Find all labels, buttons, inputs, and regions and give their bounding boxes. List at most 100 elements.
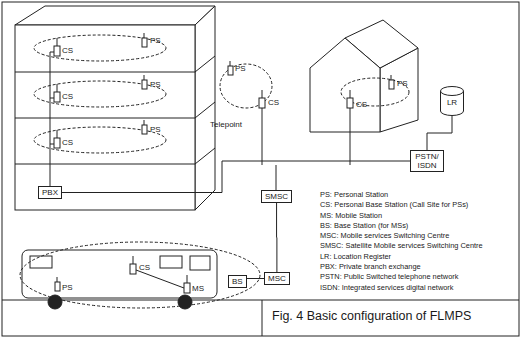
personal-station-icon xyxy=(142,38,147,47)
personal-station-icon xyxy=(144,33,145,38)
location-register-cylinder: LR xyxy=(440,86,464,116)
house-wiring xyxy=(347,98,353,108)
vehicle-equipment xyxy=(55,256,190,293)
building-wiring xyxy=(50,52,51,186)
cylinder-outline xyxy=(441,87,464,96)
building-wiring xyxy=(50,52,54,186)
network-link xyxy=(62,161,410,193)
mobile-station-label: MS xyxy=(192,284,204,293)
vehicle xyxy=(30,256,52,268)
vehicle xyxy=(22,250,217,298)
base-station-icon xyxy=(57,38,58,46)
legend-entry: PBX: Private branch exchange xyxy=(320,262,518,272)
vehicle-equipment xyxy=(187,275,188,283)
house xyxy=(310,20,418,132)
node-text: SMSC xyxy=(265,192,288,201)
network-link xyxy=(427,116,452,150)
building-wiring xyxy=(50,144,54,145)
legend-entry: MS: Mobile Station xyxy=(320,211,518,221)
vehicle-equipment xyxy=(130,264,136,274)
network-link xyxy=(247,278,264,279)
office-building xyxy=(195,148,215,164)
telepoint-label: Telepoint xyxy=(210,120,242,129)
node-text: PSTN/ ISDN xyxy=(415,152,439,170)
telepoint-cell xyxy=(220,64,272,108)
base-station-label: CS xyxy=(356,100,367,109)
legend-entry: PSTN: Public Switched telephone network xyxy=(320,272,518,282)
base-station-icon xyxy=(57,84,58,92)
legend-entry: LR: Location Register xyxy=(320,252,518,262)
base-station-label: CS xyxy=(139,263,150,272)
office-building xyxy=(195,6,215,210)
network-box: PSTN/ ISDN xyxy=(410,150,444,172)
vehicle-equipment xyxy=(55,282,60,291)
legend-entry: BS: Base Station (for MSs) xyxy=(320,221,518,231)
vehicle xyxy=(22,250,217,309)
personal-station-icon xyxy=(144,75,145,80)
office-building xyxy=(195,102,215,118)
vehicle xyxy=(178,295,192,309)
legend-entry: CS: Personal Base Station (Call Site for… xyxy=(320,200,518,210)
vehicle xyxy=(160,256,182,268)
legend-entry: ISDN: Integrated services digital networ… xyxy=(320,283,518,293)
node-text: BS xyxy=(232,277,243,286)
office-building xyxy=(15,25,195,210)
base-station-icon xyxy=(54,46,60,56)
personal-station-icon xyxy=(144,120,145,125)
network-wire xyxy=(276,165,277,190)
office-building xyxy=(15,164,195,165)
base-station-label: CS xyxy=(62,92,73,101)
base-station-icon xyxy=(54,138,60,148)
legend-entry: PS: Personal Station xyxy=(320,190,518,200)
telepoint-pole xyxy=(262,90,263,98)
smsc-box: SMSC xyxy=(261,190,292,203)
network-link xyxy=(427,116,452,150)
node-text: MSC xyxy=(268,274,286,283)
office-building xyxy=(15,72,195,73)
house-wiring xyxy=(391,75,392,80)
legend-entry: SMSC: Satellite Mobile services Switchin… xyxy=(320,241,518,251)
building-wiring xyxy=(50,98,54,99)
telepoint-cell xyxy=(220,64,272,108)
telepoint-pole xyxy=(259,98,265,108)
figure-frame xyxy=(2,300,519,301)
office-building xyxy=(15,6,215,25)
vehicle-equipment xyxy=(136,270,184,288)
base-station-label: CS xyxy=(62,138,73,147)
base-station-box: BS xyxy=(228,275,247,288)
office-building xyxy=(15,118,195,119)
station-label: PS xyxy=(150,125,161,134)
house-wiring xyxy=(389,80,394,89)
office-building xyxy=(195,56,215,72)
figure-frame xyxy=(2,2,519,336)
house-wiring xyxy=(350,90,351,98)
figure-caption: Fig. 4 Basic configuration of FLMPS xyxy=(272,309,471,323)
station-label: PS xyxy=(397,79,408,88)
house-wiring xyxy=(347,75,394,165)
station-label: PS xyxy=(150,36,161,45)
personal-station-icon xyxy=(142,80,147,89)
legend-entry: MSC: Mobile services Switching Centre xyxy=(320,231,518,241)
building-wiring xyxy=(50,52,54,53)
base-station-icon xyxy=(54,38,60,148)
abbreviation-legend: PS: Personal StationCS: Personal Base St… xyxy=(320,190,518,293)
base-station-label: CS xyxy=(268,98,279,107)
base-station-icon xyxy=(57,130,58,138)
vehicle xyxy=(190,256,210,270)
office-building xyxy=(15,6,215,210)
telepoint-pole xyxy=(228,61,265,165)
network-wire xyxy=(276,165,277,190)
house-wiring xyxy=(350,108,351,165)
network-link xyxy=(276,203,277,272)
base-station-icon xyxy=(54,92,60,102)
building-radio-cell xyxy=(34,81,166,107)
personal-station-icon xyxy=(142,125,147,134)
vehicle-equipment xyxy=(184,283,190,293)
vehicle-equipment xyxy=(57,277,58,282)
figure-frame xyxy=(2,2,519,336)
station-label: PS xyxy=(235,64,246,73)
node-text: PBX xyxy=(42,188,58,197)
telepoint-pole xyxy=(228,66,233,75)
personal-station-icon xyxy=(142,33,147,134)
node-text: LR xyxy=(447,98,457,107)
